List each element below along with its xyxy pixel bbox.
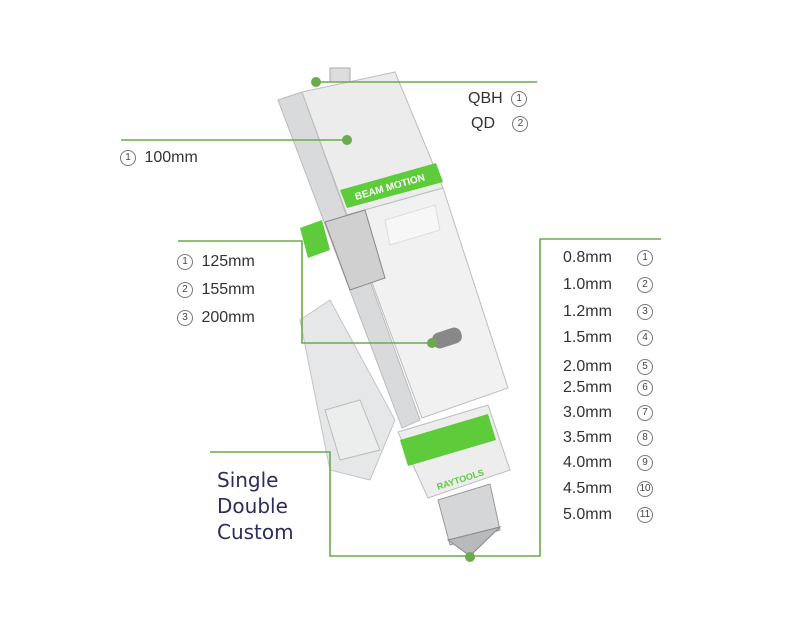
beam-label-plate: [384, 204, 441, 246]
option-label: 155mm: [201, 281, 255, 298]
nozzle-size-callout-line: [210, 238, 661, 557]
collimation-option: 1 100mm: [116, 149, 198, 167]
focus-callout-dot: [427, 338, 437, 348]
circled-number: 1: [120, 149, 136, 166]
side-green-patch: [300, 220, 330, 258]
circled-number: 5: [637, 359, 653, 375]
option-label: 0.8mm: [563, 249, 612, 266]
connector-cap: [329, 67, 351, 83]
nozzle-size-option: 3.5mm 8: [563, 429, 653, 447]
circled-number: 1: [637, 250, 653, 266]
nozzle-size-option: 1.0mm 2: [563, 276, 653, 294]
circled-number: 2: [177, 281, 193, 298]
focus-option-2: 2 155mm: [173, 281, 255, 299]
nozzle-size-option: 1.5mm 4: [563, 329, 653, 347]
circled-number: 8: [637, 430, 653, 446]
option-label: 3.0mm: [563, 404, 612, 421]
mounting-bracket: [324, 399, 381, 461]
nozzle-type-single: Single: [217, 468, 279, 492]
nozzle-callout-dot: [465, 552, 475, 562]
nozzle-size-option: 2.5mm 6: [563, 379, 653, 397]
circled-number: 2: [637, 277, 653, 293]
connector-callout-dot: [311, 77, 321, 87]
focus-option-1: 1 125mm: [173, 253, 255, 271]
nozzle-body: [437, 483, 501, 546]
nozzle-size-option: 4.5mm 10: [563, 480, 653, 498]
circled-number: 10: [637, 481, 653, 497]
focus-knob: [432, 327, 462, 349]
connector-option-qbh: QBH 1: [468, 90, 531, 108]
option-label: QD: [471, 115, 495, 132]
nozzle-size-option: 5.0mm 11: [563, 506, 653, 524]
option-label: 100mm: [144, 149, 198, 166]
option-label: 1.2mm: [563, 303, 612, 320]
option-label: 200mm: [201, 309, 255, 326]
raytools-band: [400, 414, 496, 466]
circled-number: 3: [637, 304, 653, 320]
focus-knob-bracket: [324, 209, 386, 291]
option-label: 1.0mm: [563, 276, 612, 293]
nozzle-size-option: 1.2mm 3: [563, 303, 653, 321]
focus-option-3: 3 200mm: [173, 309, 255, 327]
circled-number: 11: [637, 507, 653, 523]
nozzle-tip: [446, 526, 502, 557]
option-label: QBH: [468, 90, 503, 107]
nozzle-size-option: 3.0mm 7: [563, 404, 653, 422]
beam-motion-band: [340, 163, 443, 208]
circled-number: 6: [637, 380, 653, 396]
nozzle-type-double: Double: [217, 494, 288, 518]
option-label: 2.0mm: [563, 358, 612, 375]
circled-number: 3: [177, 309, 193, 326]
collimation-callout-dot: [342, 135, 352, 145]
main-body: [346, 187, 509, 419]
focus-callout-line: [178, 240, 432, 344]
option-label: 3.5mm: [563, 429, 612, 446]
option-label: 2.5mm: [563, 379, 612, 396]
option-label: 125mm: [201, 253, 255, 270]
circled-number: 9: [637, 455, 653, 471]
option-label: 4.5mm: [563, 480, 612, 497]
circled-number: 7: [637, 405, 653, 421]
connector-option-qd: QD 2: [471, 115, 532, 133]
circled-number: 2: [512, 115, 529, 132]
circled-number: 1: [177, 253, 193, 270]
nozzle-size-option: 2.0mm 5: [563, 358, 653, 376]
nozzle-size-option: 0.8mm 1: [563, 249, 653, 267]
circled-number: 1: [511, 90, 528, 107]
nozzle-type-custom: Custom: [217, 520, 294, 544]
circled-number: 4: [637, 330, 653, 346]
nozzle-size-option: 4.0mm 9: [563, 454, 653, 472]
option-label: 1.5mm: [563, 329, 612, 346]
option-label: 5.0mm: [563, 506, 612, 523]
option-label: 4.0mm: [563, 454, 612, 471]
